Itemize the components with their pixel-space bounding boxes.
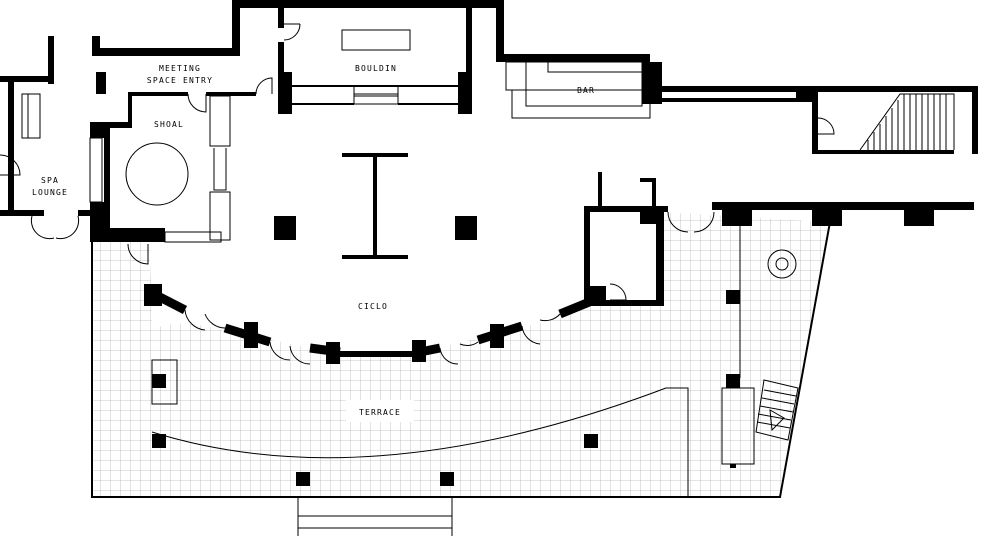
- room-label-bar: BAR: [577, 86, 595, 95]
- room-bouldin[interactable]: BOULDIN: [278, 8, 472, 114]
- room-ciclo[interactable]: CICLO: [127, 153, 606, 365]
- stair-upper: [817, 93, 955, 151]
- meeting-space-entry[interactable]: MEETING SPACE ENTRY: [130, 64, 273, 113]
- terrace-area[interactable]: [91, 212, 831, 498]
- service-block: [584, 172, 974, 378]
- room-label-meeting-line1: MEETING: [159, 64, 201, 73]
- room-shoal[interactable]: SHOAL: [104, 92, 231, 243]
- terrace-details: TERRACE: [151, 249, 799, 536]
- room-label-bouldin: BOULDIN: [355, 64, 397, 73]
- room-label-shoal: SHOAL: [154, 120, 184, 129]
- room-label-terrace: TERRACE: [359, 408, 401, 417]
- room-label-spa-line1: SPA: [41, 176, 59, 185]
- room-label-meeting-line2: SPACE ENTRY: [147, 76, 213, 85]
- room-spa-lounge[interactable]: SPA LOUNGE: [0, 93, 103, 240]
- room-bar[interactable]: BAR: [505, 61, 651, 119]
- room-label-ciclo: CICLO: [358, 302, 388, 311]
- room-label-spa-line2: LOUNGE: [32, 188, 68, 197]
